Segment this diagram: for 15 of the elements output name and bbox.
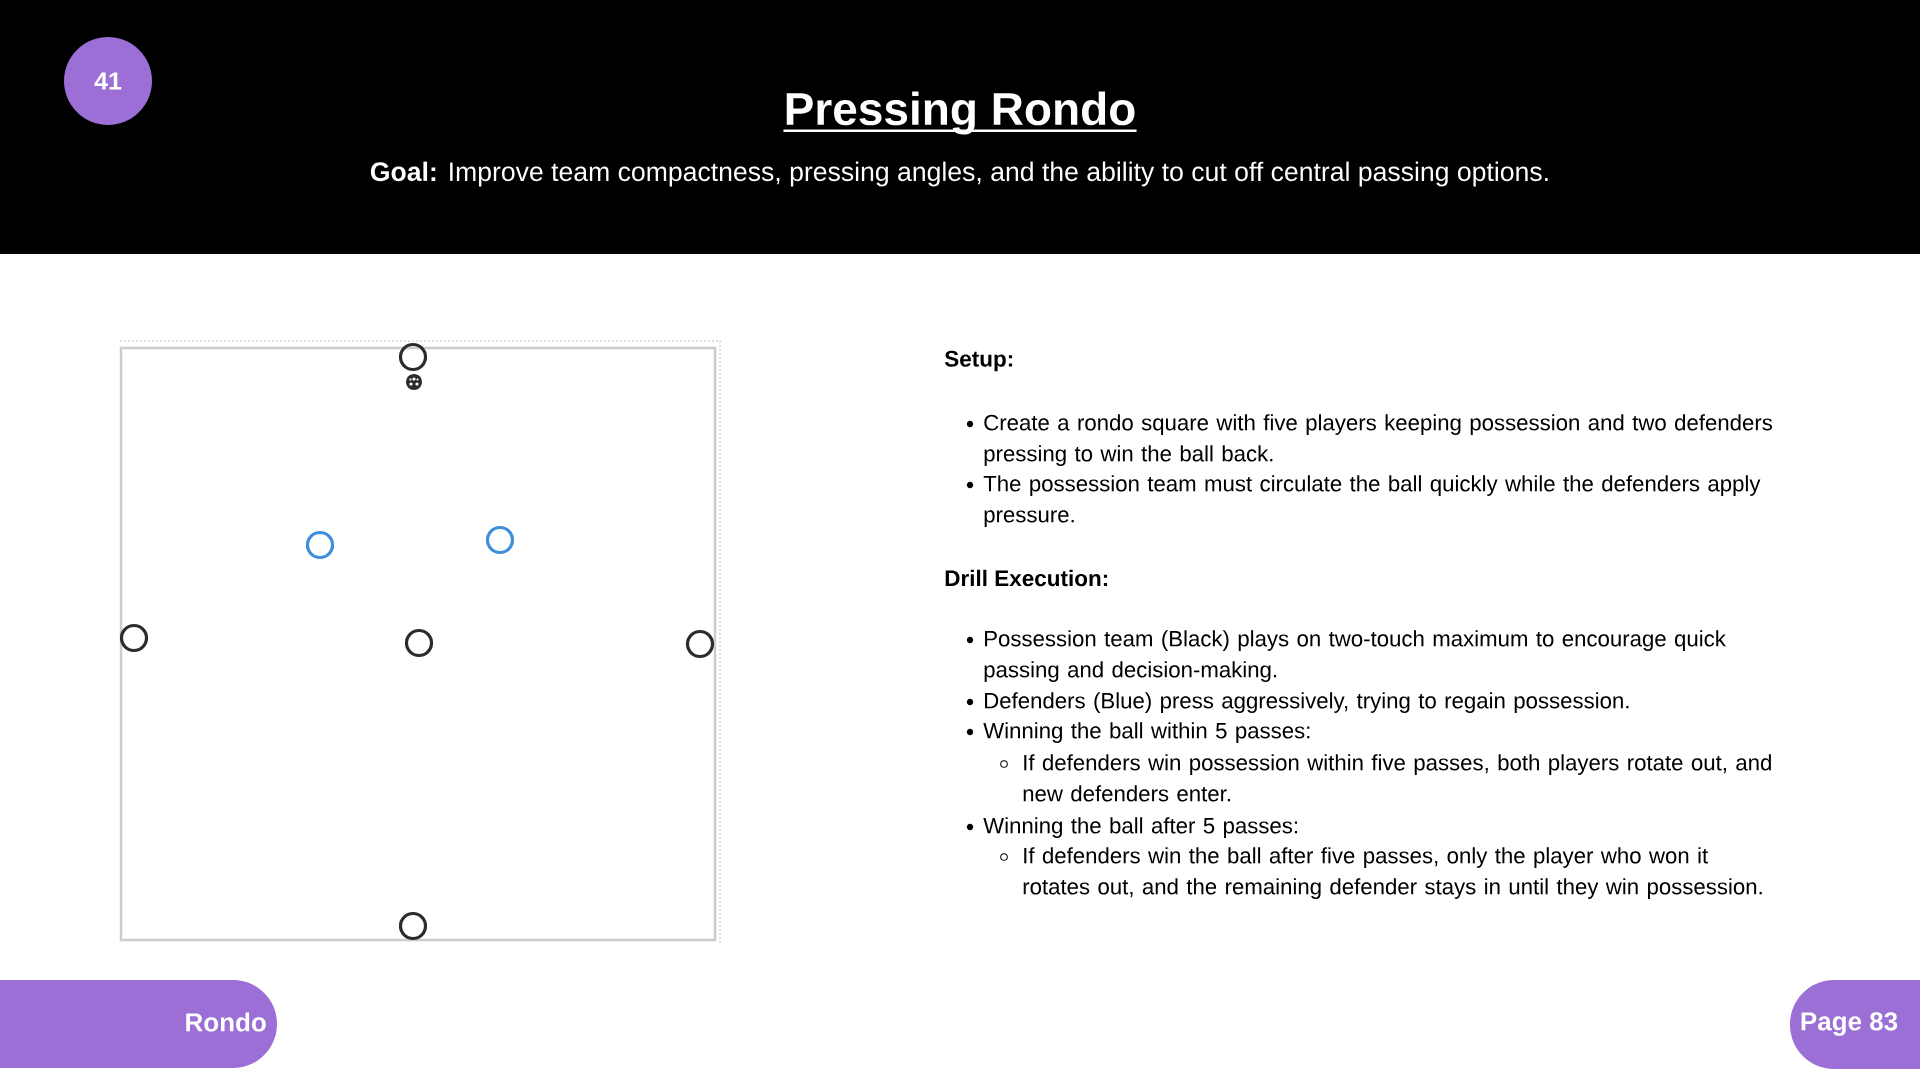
bullet-text: Winning the ball within 5 passes: bbox=[983, 722, 1310, 743]
section-heading: Drill Execution: bbox=[945, 569, 1108, 587]
page-tab: Page 83 bbox=[1790, 980, 1920, 1069]
goal-text: Goal: Improve team compactness, pressing angles, and the ability to cut off central passing options. bbox=[370, 161, 1548, 187]
title: Pressing Rondo bbox=[783, 91, 1137, 135]
bullet-text: If defenders win possession within five passes, both players rotate out, and new defenders enter. bbox=[1023, 754, 1771, 802]
bullet-text: Possession team (Black) plays on two-touch maximum to encourage quick passing and decision-making. bbox=[984, 630, 1726, 682]
section-tab: Rondo bbox=[0, 980, 277, 1068]
bullet-text: Winning the ball after 5 passes: bbox=[983, 817, 1297, 838]
bullet-text: Create a rondo square with five players keeping possession and two defenders pressing to win the ball back. bbox=[984, 414, 1773, 466]
bullet-text: The possession team must circulate the ball quickly while the defenders apply pressure. bbox=[983, 475, 1761, 527]
number-badge: 41 bbox=[64, 37, 152, 125]
section-heading: Setup: bbox=[944, 350, 1013, 372]
bullet-text: Defenders (Blue) press aggressively, trying to regain possession. bbox=[985, 692, 1629, 713]
bullet-text: If defenders win the ball after five passes, only the player who won it rotates out, and the remaining defender stays in until they win possession. bbox=[1023, 847, 1762, 899]
